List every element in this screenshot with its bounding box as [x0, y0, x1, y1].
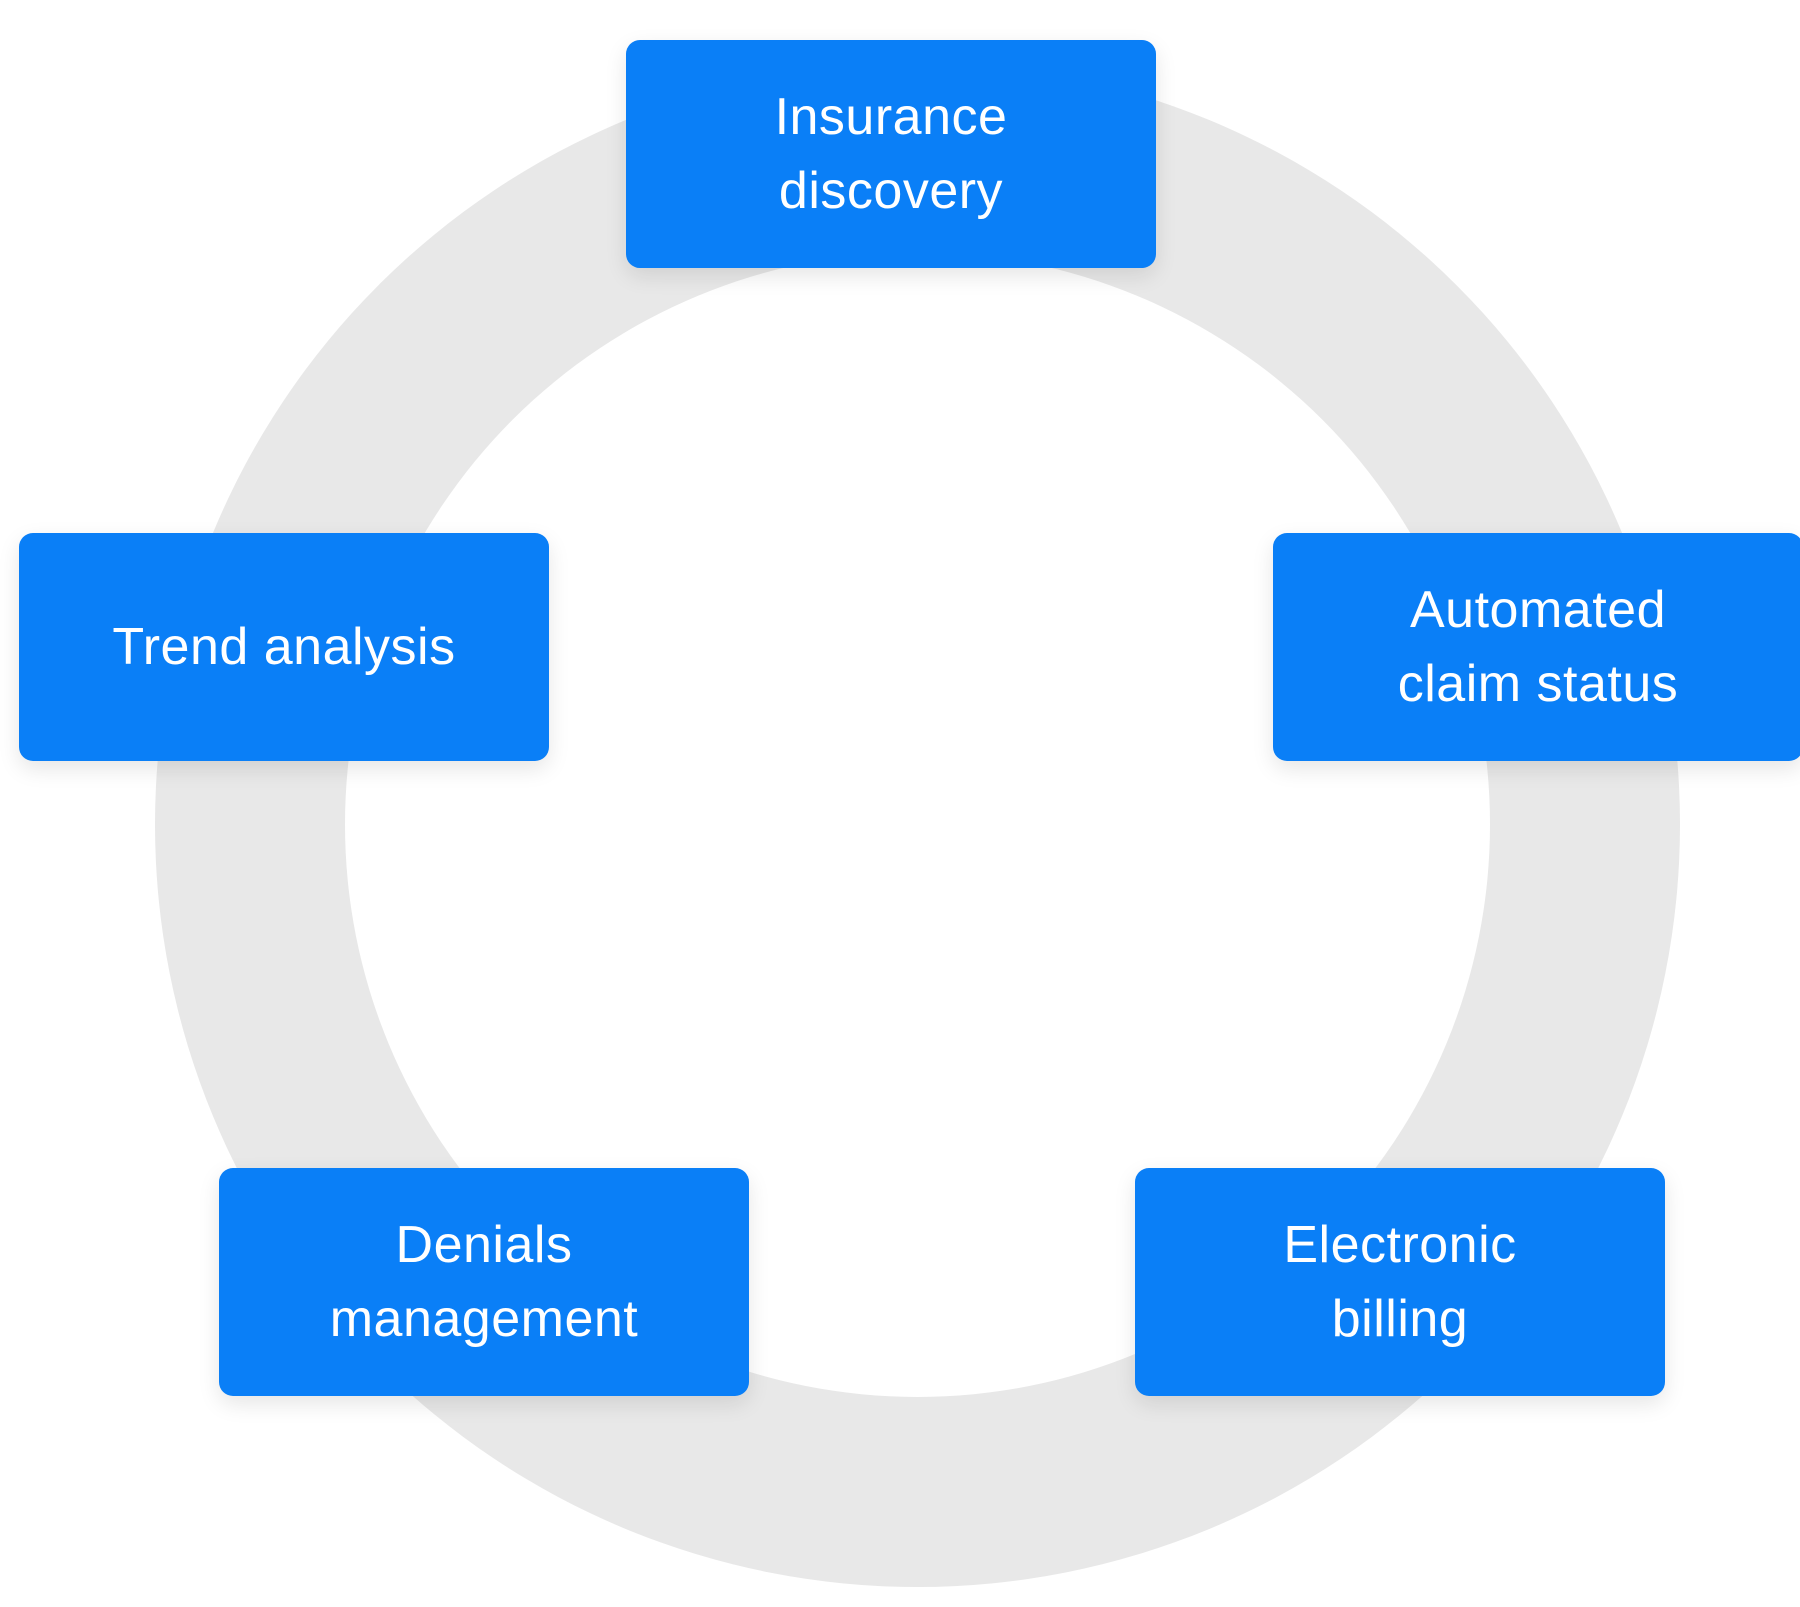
node-insurance-discovery: Insurance discovery [626, 40, 1156, 268]
node-automated-claim-status: Automated claim status [1273, 533, 1800, 761]
node-label: Denials management [329, 1216, 639, 1348]
node-trend-analysis: Trend analysis [19, 533, 549, 761]
node-label: Automated claim status [1397, 581, 1679, 713]
node-denials-management: Denials management [219, 1168, 749, 1396]
node-label: Insurance discovery [774, 88, 1008, 220]
node-electronic-billing: Electronic billing [1135, 1168, 1665, 1396]
node-label: Trend analysis [112, 618, 456, 676]
node-label: Electronic billing [1283, 1216, 1517, 1348]
